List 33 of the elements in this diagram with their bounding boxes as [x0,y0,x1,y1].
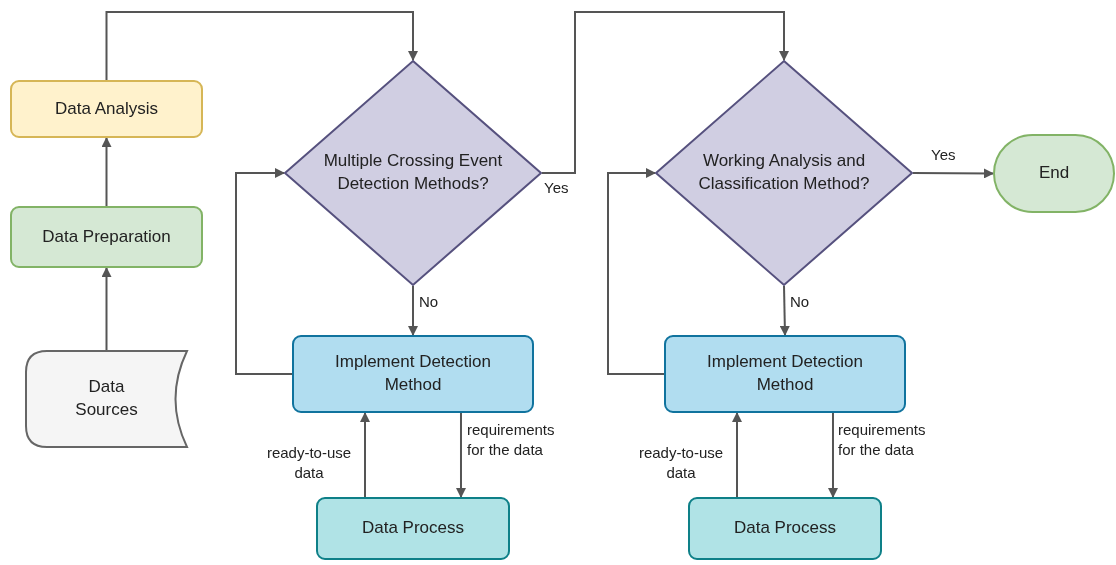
arrow [101,137,112,207]
node-label: End [1038,162,1070,185]
node-label: Data Process [361,517,464,540]
node-label: Data Analysis [55,97,158,120]
process-box [10,80,203,138]
process-box [664,335,906,413]
arrow [607,168,665,375]
arrow [408,285,418,336]
arrow [541,11,789,174]
arrow [828,412,838,498]
arrow [235,168,293,375]
arrow [456,412,466,498]
node-label: Implement Detection Method [334,351,492,396]
node-label: Implement Detection Method [706,351,864,396]
process-box [316,497,510,560]
node-label: Data Sources [74,376,139,421]
process-box [688,497,882,560]
node-label: Data Process [733,517,836,540]
decision-diamond [284,60,542,286]
decision-diamond [655,60,913,286]
arrow [105,11,418,81]
arrow [360,412,370,498]
arrow [732,412,742,498]
process-box [292,335,534,413]
terminal-shape [993,134,1115,213]
arrow [779,285,790,336]
node-label: Working Analysis and Classification Method? [697,150,871,195]
node-label: Data Preparation [42,225,171,248]
data-storage-shape [25,350,188,448]
process-box [10,206,203,268]
arrow [912,168,994,179]
arrow [101,267,112,351]
node-label: Multiple Crossing Event Detection Methods? [322,150,504,195]
